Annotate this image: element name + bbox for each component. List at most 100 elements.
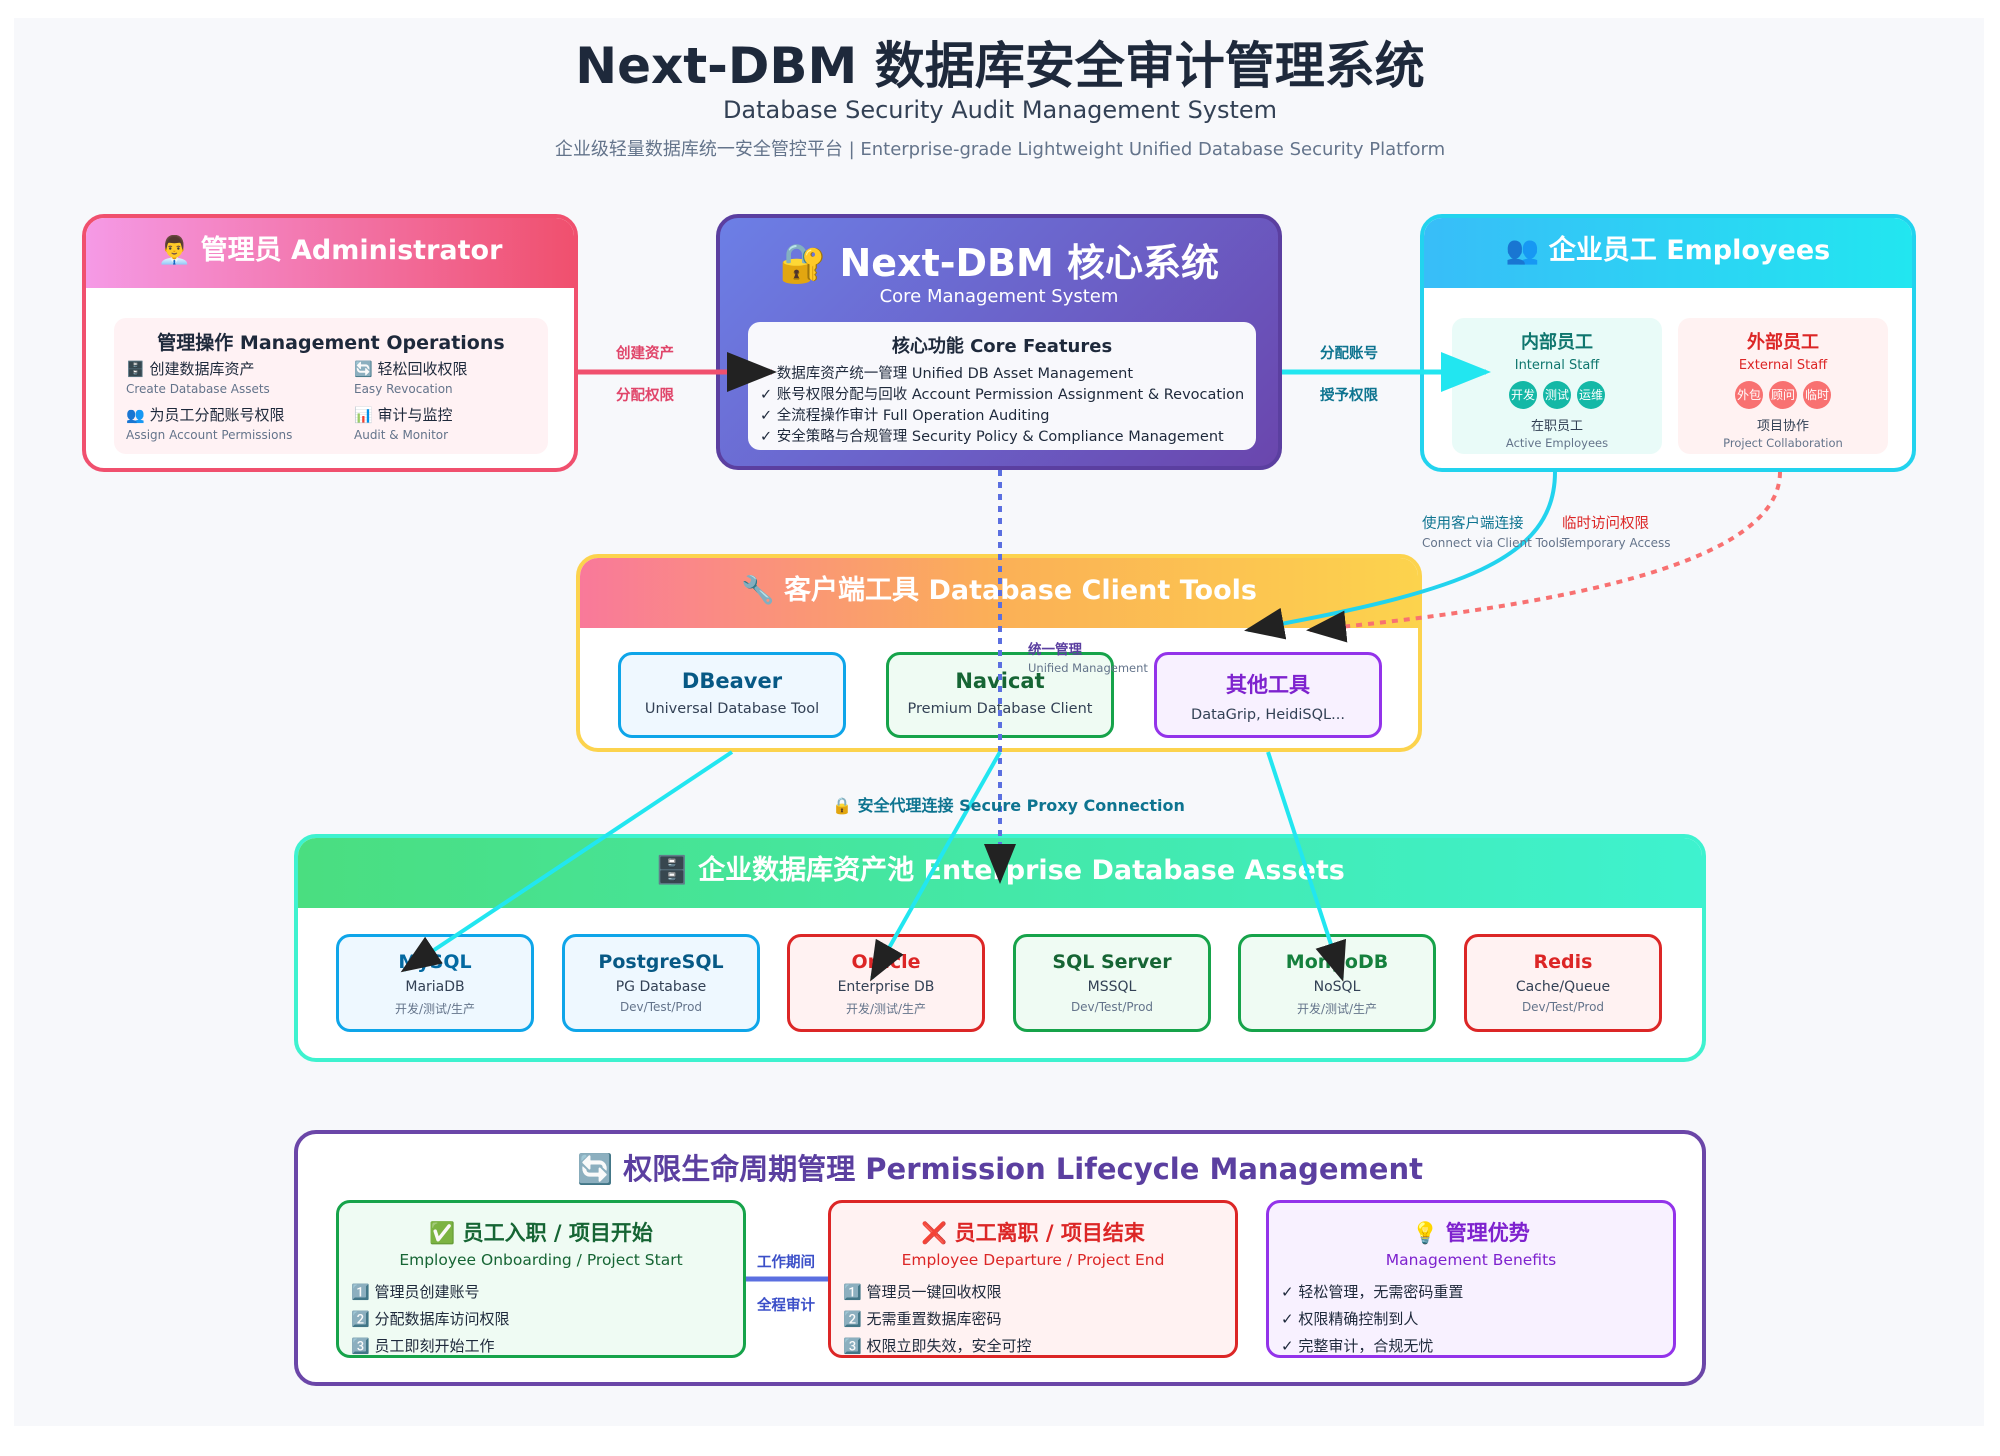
db-postgresql: PostgreSQL PG Database Dev/Test/Prod [562,934,760,1032]
core-system-panel: 🔐 Next-DBM 核心系统 Core Management System 核… [716,214,1282,470]
lifecycle-benefits: 💡 管理优势 Management Benefits ✓ 轻松管理，无需密码重置… [1266,1200,1676,1358]
op-create-assets-sub: Create Database Assets [126,382,270,396]
benefits-title: 💡 管理优势 [1412,1221,1530,1245]
external-staff-desc-en: Project Collaboration [1723,436,1843,450]
db-oracle-env: 开发/测试/生产 [845,1002,927,1016]
internal-staff-subtitle: Internal Staff [1514,358,1600,373]
db-redis-type: Cache/Queue [1515,979,1611,995]
label-client-connect-en: Connect via Client Tools [1422,536,1566,550]
internal-staff-title: 内部员工 [1521,332,1593,353]
db-assets-title: 🗄️ 企业数据库资产池 Enterprise Database Assets [298,838,1702,908]
tool-others: 其他工具 DataGrip, HeidiSQL... [1154,652,1382,738]
external-staff-tags: 外包顾问临时 [1678,381,1888,409]
tool-others-desc: DataGrip, HeidiSQL... [1191,707,1345,723]
lifecycle-title: 🔄 权限生命周期管理 Permission Lifecycle Manageme… [577,1152,1423,1186]
tag-temporary: 临时 [1803,381,1831,409]
core-features-panel: 核心功能 Core Features ✓ 数据库资产统一管理 Unified D… [748,322,1256,450]
external-staff-title: 外部员工 [1747,332,1819,353]
op-assign-permissions: 👥 为员工分配账号权限 [126,406,285,424]
op-audit: 📊 审计与监控 [354,406,453,424]
tag-consultant: 顾问 [1769,381,1797,409]
benefits-subtitle: Management Benefits [1385,1251,1557,1269]
departure-step-1: 1️⃣ 管理员一键回收权限 [843,1283,1002,1301]
core-feature-auditing: ✓ 全流程操作审计 Full Operation Auditing [760,408,1050,424]
label-create-asset: 创建资产 [616,346,674,362]
db-mongodb-name: MongoDB [1285,951,1389,973]
op-revocation: 🔄 轻松回收权限 [354,360,468,378]
label-temp-access-en: Temporary Access [1562,536,1671,550]
departure-step-3: 3️⃣ 权限立即失效，安全可控 [843,1337,1032,1355]
label-secure-proxy: 🔒 安全代理连接 Secure Proxy Connection [832,796,1185,815]
departure-title: ❌ 员工离职 / 项目结束 [921,1221,1145,1245]
db-mysql-type: MariaDB [405,979,465,995]
onboarding-title: ✅ 员工入职 / 项目开始 [429,1221,653,1245]
db-oracle-type: Enterprise DB [837,979,935,995]
page-tagline: 企业级轻量数据库统一安全管控平台 | Enterprise-grade Ligh… [554,139,1446,160]
external-staff-desc: 项目协作 [1756,419,1809,434]
internal-staff-tags: 开发测试运维 [1452,381,1662,409]
core-feature-permissions: ✓ 账号权限分配与回收 Account Permission Assignmen… [760,387,1245,403]
label-work-period: 工作期间 [757,1255,815,1271]
internal-staff-desc: 在职员工 [1530,419,1583,434]
db-redis: Redis Cache/Queue Dev/Test/Prod [1464,934,1662,1032]
label-assign-account: 分配账号 [1320,346,1378,362]
tag-dev: 开发 [1509,381,1537,409]
label-temp-access: 临时访问权限 [1562,516,1649,532]
tool-dbeaver-desc: Universal Database Tool [644,701,820,717]
core-feature-asset-mgmt: ✓ 数据库资产统一管理 Unified DB Asset Management [760,366,1134,382]
db-postgresql-env: Dev/Test/Prod [619,1000,703,1014]
tool-others-name: 其他工具 [1226,673,1310,697]
external-staff-card: 外部员工 External Staff 外包顾问临时 项目协作 Project … [1678,318,1888,454]
op-create-assets: 🗄️ 创建数据库资产 [126,360,255,378]
benefits-item-2: ✓ 权限精确控制到人 [1281,1310,1419,1328]
admin-ops-title: 管理操作 Management Operations [157,332,505,354]
label-unified: 统一管理 [1028,642,1082,658]
db-mongodb-env: 开发/测试/生产 [1296,1002,1378,1016]
core-subtitle: Core Management System [879,286,1119,307]
benefits-item-1: ✓ 轻松管理，无需密码重置 [1281,1283,1464,1301]
db-sqlserver-type: MSSQL [1087,979,1137,995]
db-oracle: Oracle Enterprise DB 开发/测试/生产 [787,934,985,1032]
label-assign-perm: 分配权限 [616,388,674,404]
core-feature-compliance: ✓ 安全策略与合规管理 Security Policy & Compliance… [760,429,1224,445]
db-mongodb: MongoDB NoSQL 开发/测试/生产 [1238,934,1436,1032]
external-staff-subtitle: External Staff [1738,358,1828,373]
lifecycle-onboarding: ✅ 员工入职 / 项目开始 Employee Onboarding / Proj… [336,1200,746,1358]
label-grant-perm: 授予权限 [1320,388,1378,404]
employees-panel: 👥 企业员工 Employees 内部员工 Internal Staff 开发测… [1420,214,1916,472]
db-sqlserver-env: Dev/Test/Prod [1070,1000,1154,1014]
label-client-connect: 使用客户端连接 [1422,516,1524,532]
op-revocation-sub: Easy Revocation [354,382,453,396]
db-postgresql-name: PostgreSQL [598,951,724,973]
label-full-audit: 全程审计 [757,1298,815,1314]
db-postgresql-type: PG Database [615,979,707,995]
lifecycle-departure: ❌ 员工离职 / 项目结束 Employee Departure / Proje… [828,1200,1238,1358]
db-redis-name: Redis [1533,951,1593,973]
departure-step-2: 2️⃣ 无需重置数据库密码 [843,1310,1002,1328]
tool-dbeaver: DBeaver Universal Database Tool [618,652,846,738]
internal-staff-desc-en: Active Employees [1505,436,1609,450]
departure-subtitle: Employee Departure / Project End [901,1251,1165,1269]
core-title: 🔐 Next-DBM 核心系统 [778,241,1220,285]
tag-outsource: 外包 [1735,381,1763,409]
page-subtitle: Database Security Audit Management Syste… [722,96,1278,124]
page-title: Next-DBM 数据库安全审计管理系统 [575,37,1425,95]
op-assign-permissions-sub: Assign Account Permissions [126,428,293,442]
tool-dbeaver-name: DBeaver [681,669,783,693]
tag-ops: 运维 [1577,381,1605,409]
db-mysql-env: 开发/测试/生产 [394,1002,476,1016]
onboarding-step-2: 2️⃣ 分配数据库访问权限 [351,1310,510,1328]
db-mongodb-type: NoSQL [1313,979,1361,995]
admin-panel: 👨‍💼 管理员 Administrator 管理操作 Management Op… [82,214,578,472]
client-tools-title: 🔧 客户端工具 Database Client Tools [580,558,1418,628]
onboarding-subtitle: Employee Onboarding / Project Start [399,1251,683,1269]
benefits-item-3: ✓ 完整审计，合规无忧 [1281,1337,1434,1355]
label-unified-en: Unified Management [1028,661,1148,675]
db-mysql: MySQL MariaDB 开发/测试/生产 [336,934,534,1032]
db-mysql-name: MySQL [398,951,472,973]
onboarding-step-1: 1️⃣ 管理员创建账号 [351,1283,480,1301]
op-audit-sub: Audit & Monitor [354,428,449,442]
db-sqlserver-name: SQL Server [1052,951,1172,973]
internal-staff-card: 内部员工 Internal Staff 开发测试运维 在职员工 Active E… [1452,318,1662,454]
admin-ops-panel: 管理操作 Management Operations 🗄️ 创建数据库资产 Cr… [114,318,548,454]
